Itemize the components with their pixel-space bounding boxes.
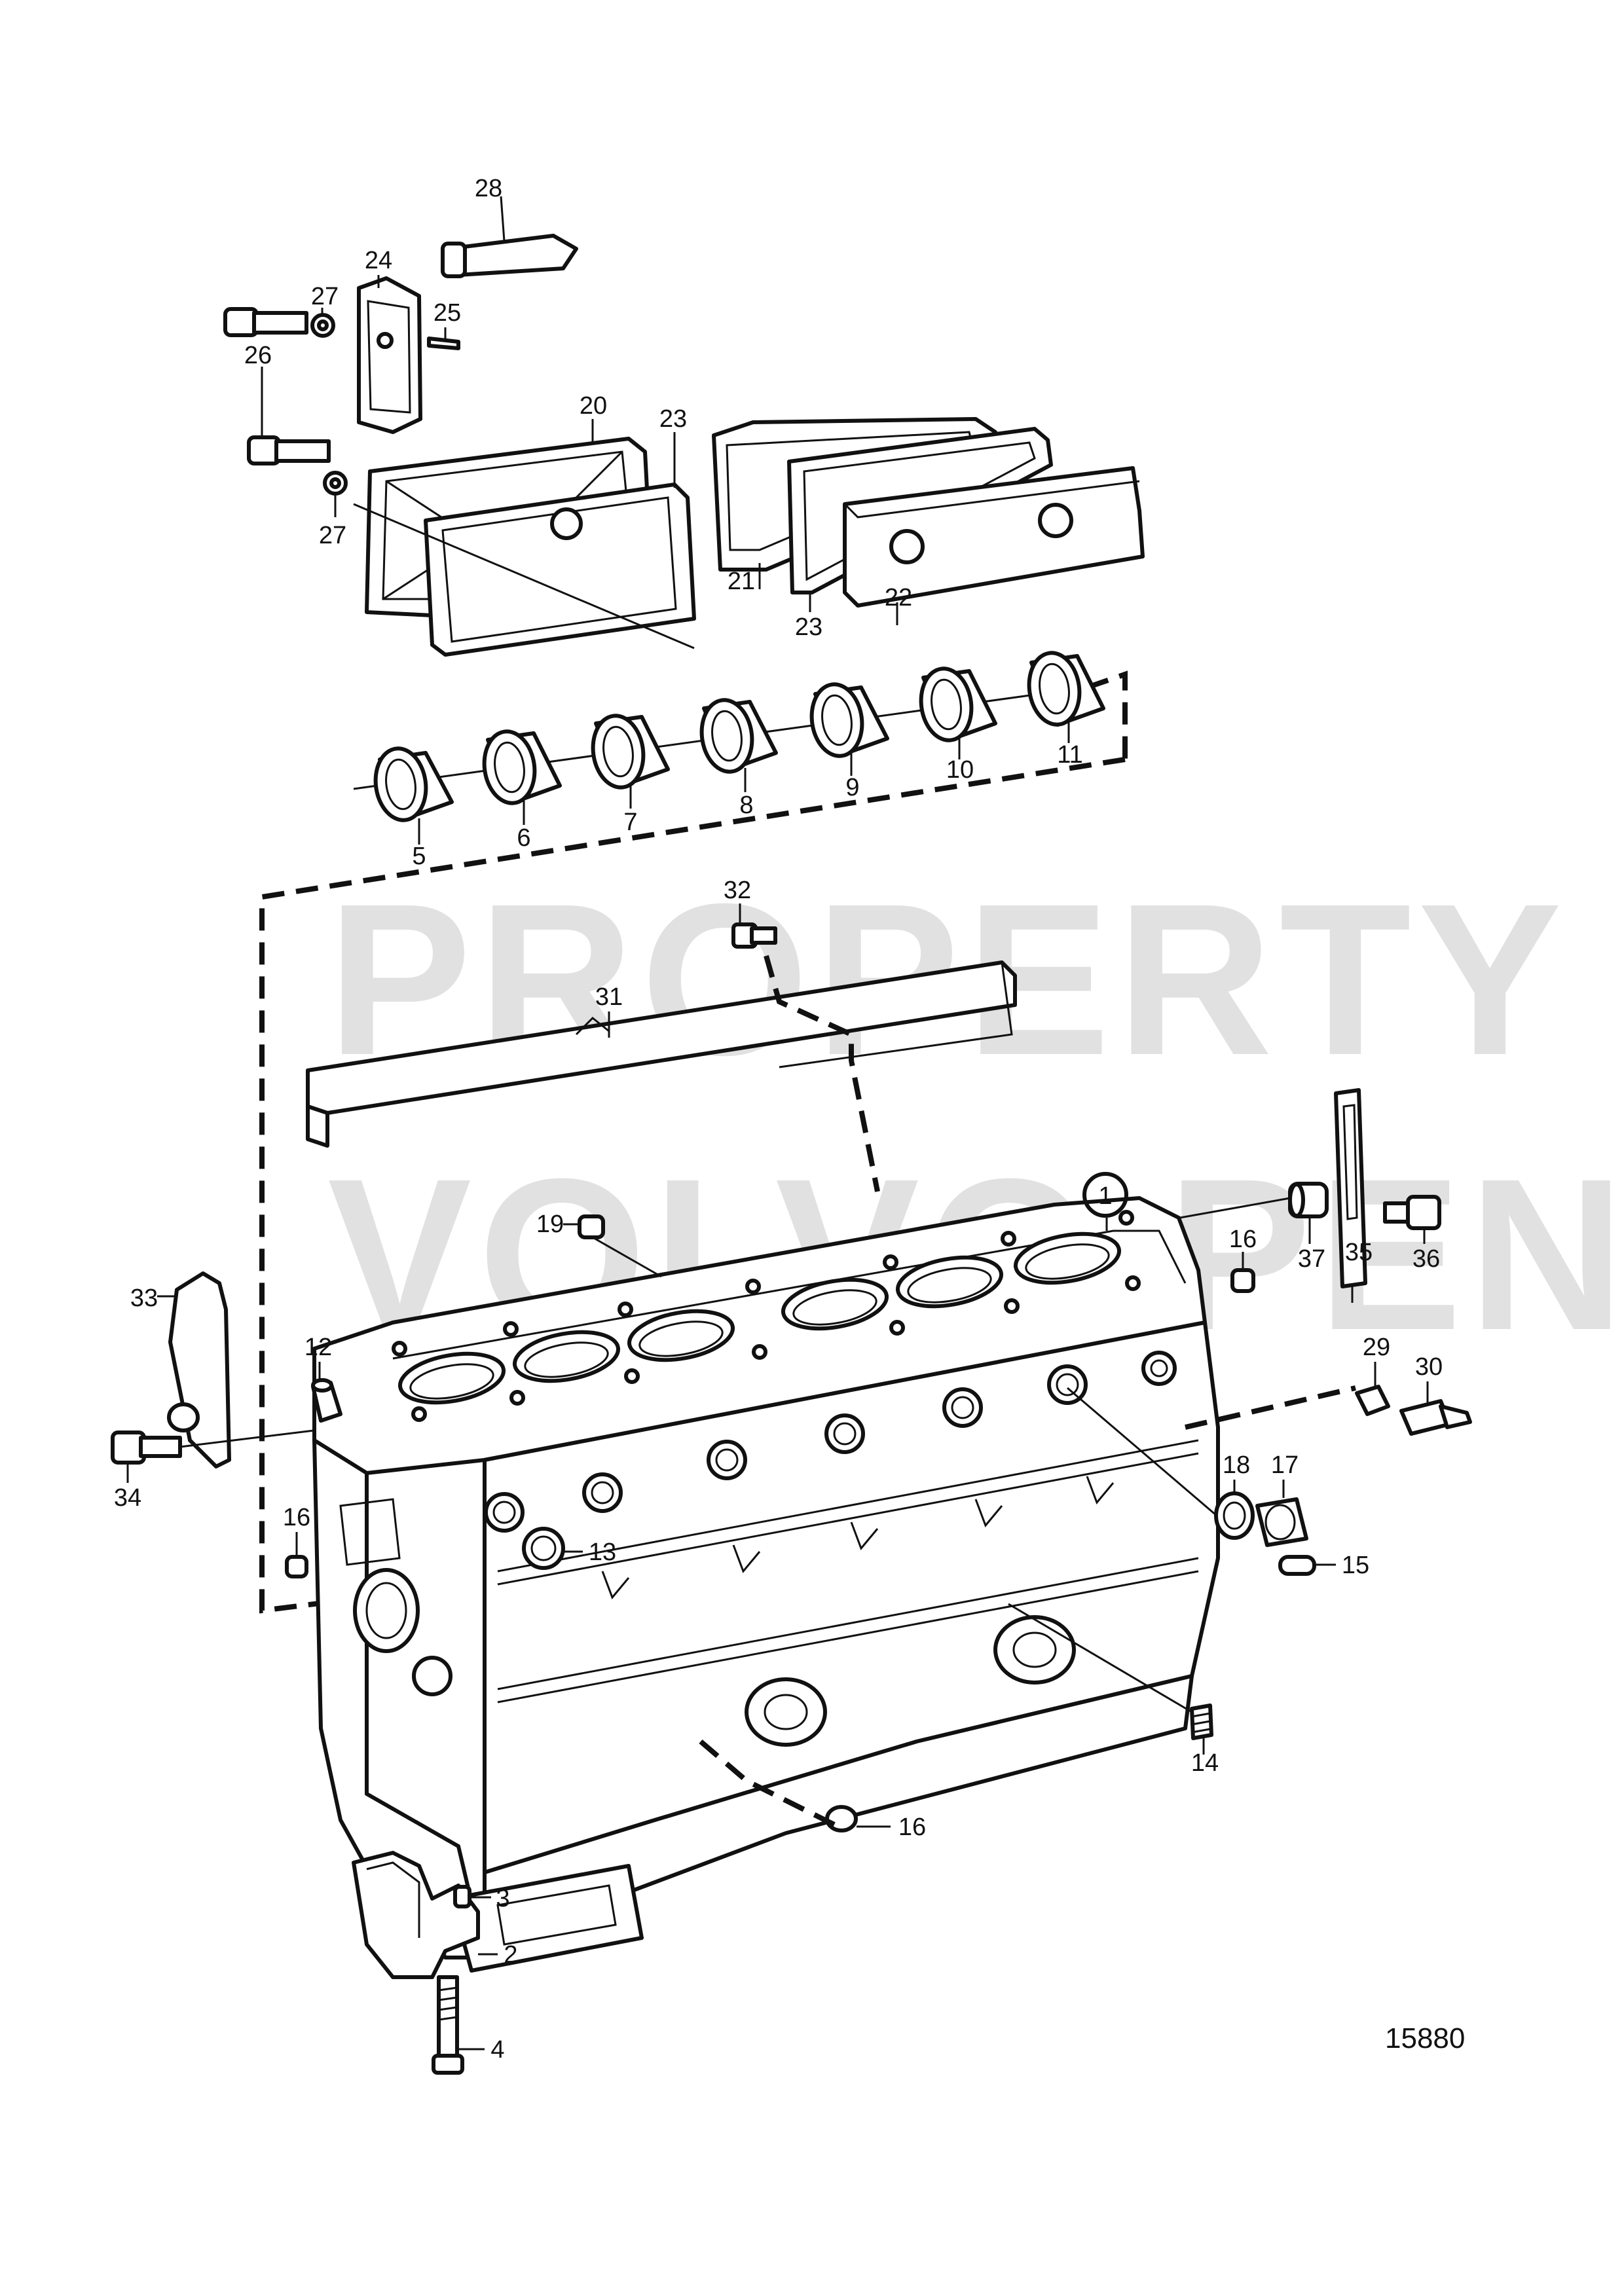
stud-14: [1008, 1603, 1213, 1755]
union-17: [1255, 1480, 1308, 1547]
callout-28: 28: [475, 175, 502, 202]
callout-33: 33: [130, 1285, 158, 1312]
callout-35: 35: [1345, 1239, 1373, 1266]
callout-1: 1: [1098, 1182, 1112, 1210]
bolt-26-upper: [223, 307, 335, 338]
bolt-36: [1383, 1195, 1441, 1244]
callout-11: 11: [1057, 741, 1082, 769]
cylinder-bores: [397, 1231, 1122, 1405]
callout-23-right: 23: [795, 613, 822, 641]
callout-29: 29: [1363, 1334, 1390, 1361]
bushing-11: [1027, 651, 1105, 743]
callout-31: 31: [595, 983, 623, 1011]
callout-26: 26: [244, 342, 272, 369]
bearing-cap-2: [352, 1851, 498, 1979]
bushing-7: [591, 714, 670, 809]
side-ribs: [497, 1439, 1199, 1704]
cover-plate-22: [843, 466, 1145, 625]
callout-34: 34: [114, 1484, 141, 1512]
callout-24: 24: [365, 247, 392, 274]
callout-27-lower: 27: [319, 522, 346, 549]
bolt-34: [111, 1426, 341, 1483]
gasket-strip-31: [306, 960, 1017, 1148]
callout-8: 8: [739, 792, 753, 819]
plug-16-left: [285, 1532, 308, 1578]
callout-13: 13: [589, 1539, 616, 1566]
alignment-dashed-line-left: [259, 757, 1126, 1614]
dowel-15: [1278, 1555, 1336, 1576]
callout-16-bottom: 16: [898, 1813, 926, 1841]
plug-12: [311, 1362, 342, 1423]
callout-16-left: 16: [283, 1504, 310, 1531]
bushing-10: [919, 666, 997, 759]
callout-7: 7: [623, 809, 637, 836]
callout-15: 15: [1342, 1552, 1369, 1579]
bushing-8: [699, 698, 778, 792]
bushing-5: [373, 746, 454, 845]
callout-36: 36: [1412, 1245, 1440, 1273]
fitting-29: [1185, 1362, 1390, 1430]
callout-4: 4: [490, 2036, 504, 2064]
callout-17: 17: [1271, 1451, 1299, 1479]
callout-labels: 28 24 27 25 26 20 23 27 21 23 22 5 6 7 8…: [114, 175, 1443, 2064]
callout-37: 37: [1298, 1245, 1325, 1273]
bushing-6: [482, 729, 562, 825]
callout-6: 6: [517, 824, 530, 852]
plug-13: [522, 1527, 583, 1570]
callout-23-left: 23: [659, 405, 687, 433]
side-core-plugs: [484, 1351, 1177, 1533]
callout-12: 12: [304, 1334, 332, 1361]
callout-18: 18: [1223, 1451, 1250, 1479]
callout-16-top: 16: [1229, 1226, 1257, 1253]
fitting-30: [1399, 1381, 1472, 1436]
callout-2: 2: [504, 1941, 517, 1969]
sealant-tube-part: [441, 196, 578, 278]
head-bolt-holes: [392, 1210, 1141, 1422]
callout-9: 9: [845, 774, 859, 801]
callout-3: 3: [496, 1885, 509, 1912]
callout-14: 14: [1191, 1749, 1219, 1777]
callout-5: 5: [412, 843, 426, 870]
plug-19: [563, 1214, 662, 1278]
callout-27-upper: 27: [311, 283, 339, 310]
gasket-23-left: [353, 432, 696, 657]
callout-1-circle: [1082, 1172, 1128, 1218]
cylinder-block: [312, 1196, 1220, 1973]
bearing-bushings-row: [353, 651, 1128, 845]
callout-20: 20: [580, 392, 607, 420]
callout-25: 25: [434, 299, 461, 327]
callout-32: 32: [724, 877, 751, 904]
dowel-3: [453, 1885, 491, 1908]
callout-19: 19: [536, 1211, 564, 1238]
plug-16-top: [1230, 1252, 1255, 1293]
lifting-eye-35: [1334, 1088, 1367, 1303]
callout-10: 10: [946, 756, 974, 784]
plug-16-bottom: [699, 1739, 891, 1832]
bolt-32: [731, 903, 880, 1192]
callout-22: 22: [885, 584, 912, 611]
bracket-33: [157, 1271, 231, 1468]
washer-18: [1067, 1387, 1255, 1540]
small-cover-part: [357, 275, 460, 434]
bolt-26-lower: [247, 308, 348, 517]
callout-30: 30: [1415, 1353, 1443, 1381]
bushing-9: [809, 682, 889, 776]
bolt-4: [432, 1975, 485, 2075]
figure-number: 15880: [1385, 2022, 1465, 2054]
callout-21: 21: [728, 568, 755, 595]
